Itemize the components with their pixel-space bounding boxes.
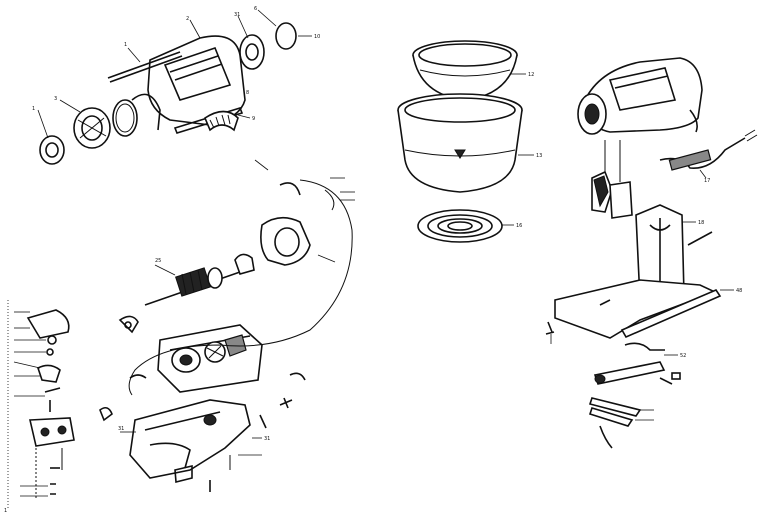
seal-ring	[112, 99, 138, 137]
brush-clip	[204, 110, 239, 132]
fan-shroud	[131, 93, 161, 131]
callout-label: 3	[54, 96, 57, 102]
stand-pin	[687, 231, 713, 246]
callout-label: 12	[528, 72, 534, 78]
callout-label: 48	[736, 288, 742, 294]
callout-label: 8	[246, 90, 249, 96]
motor-internals-group	[99, 159, 355, 492]
callout-label: 18	[698, 220, 704, 226]
power-cord	[659, 137, 746, 169]
handle-rod	[107, 51, 181, 79]
callout-label: 16	[516, 223, 522, 229]
small-parts-column-group	[7, 300, 75, 510]
mixer-head-exploded-group	[37, 9, 312, 165]
callout-label: 31	[118, 426, 124, 432]
bowl-stack-group	[397, 40, 534, 243]
lower-housing	[129, 399, 251, 479]
callout-label: 31	[234, 12, 240, 18]
callout-label: 31	[264, 436, 270, 442]
rim-ring	[275, 22, 297, 50]
callout-label: 10	[314, 34, 320, 40]
base-strip	[620, 289, 722, 339]
callout-label: 9	[252, 116, 255, 122]
callout-label: 1	[32, 106, 35, 112]
callout-label: 1	[124, 42, 127, 48]
callout-label: 13	[536, 153, 542, 159]
callout-label: 2	[186, 16, 189, 22]
callout-label: 6	[254, 6, 257, 12]
assembled-mixer-group	[577, 57, 758, 219]
end-cap-left	[39, 135, 65, 165]
end-cap-right	[239, 34, 265, 70]
callout-label: 17	[704, 178, 710, 184]
stand-base-group	[545, 204, 734, 449]
callout-label: 1	[4, 508, 7, 514]
motor-armature	[144, 267, 241, 306]
callout-label: 52	[680, 353, 686, 359]
latch-lever	[593, 361, 666, 385]
callout-label: 25	[155, 258, 161, 264]
